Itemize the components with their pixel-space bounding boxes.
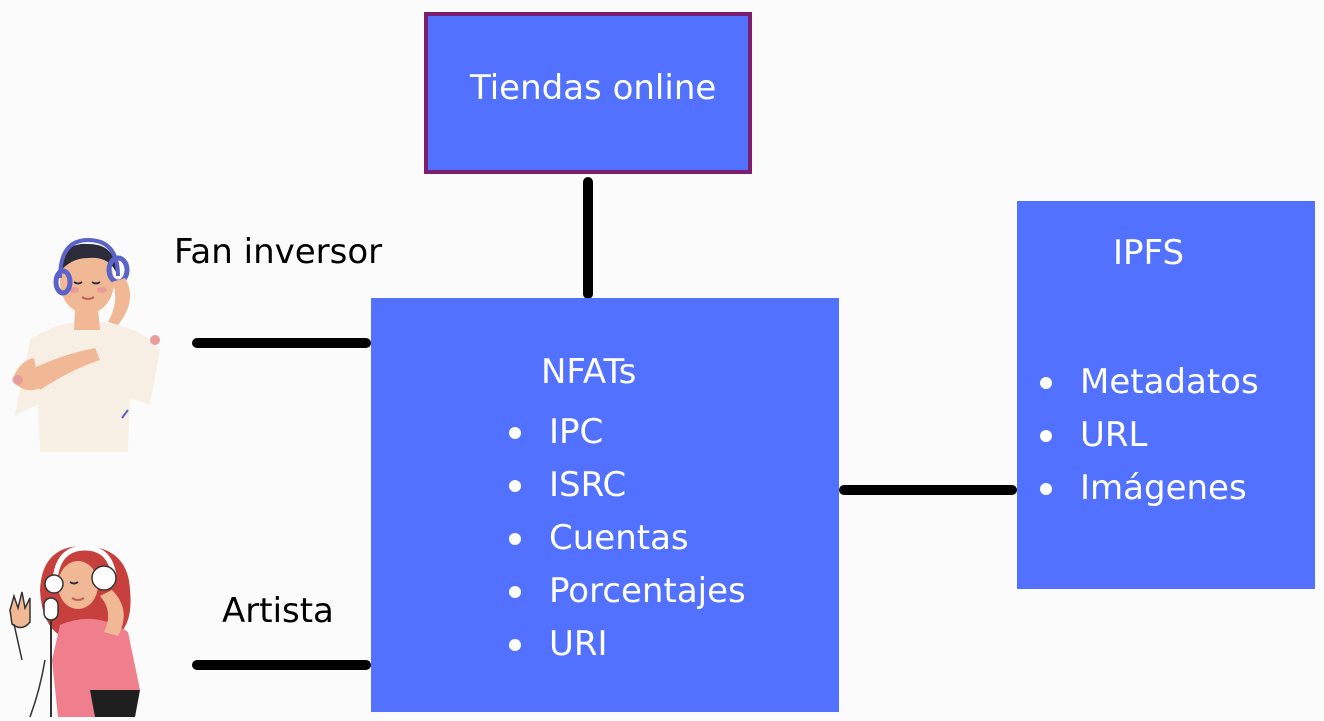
online-stores-box[interactable]: Tiendas online [424, 12, 752, 174]
ipfs-list-item: Metadatos [1037, 356, 1259, 409]
ipfs-title: IPFS [1113, 233, 1185, 273]
connector-fan-nfats [192, 338, 371, 348]
connector-stores-nfats [583, 177, 593, 299]
ipfs-list-item: Imágenes [1037, 462, 1259, 515]
nfats-list: IPC ISRC Cuentas Porcentajes URI [506, 406, 746, 671]
connector-artist-nfats [192, 660, 371, 670]
nfats-list-item: Cuentas [506, 512, 746, 565]
nfats-list-item: ISRC [506, 459, 746, 512]
connector-nfats-ipfs [839, 485, 1017, 495]
nfats-box[interactable]: NFATs IPC ISRC Cuentas Porcentajes URI [371, 298, 839, 712]
artist-label: Artista [222, 591, 334, 631]
ipfs-box[interactable]: IPFS Metadatos URL Imágenes [1017, 201, 1315, 589]
fan-investor-label: Fan inversor [174, 232, 383, 272]
nfats-title: NFATs [541, 352, 637, 392]
ipfs-list-item: URL [1037, 409, 1259, 462]
fan-listening-headphones-icon [0, 230, 180, 460]
nfats-list-item: IPC [506, 406, 746, 459]
nfats-list-item: Porcentajes [506, 565, 746, 618]
ipfs-list: Metadatos URL Imágenes [1037, 356, 1259, 515]
nfats-list-item: URI [506, 618, 746, 671]
artist-singing-microphone-icon [0, 540, 175, 718]
online-stores-title: Tiendas online [470, 68, 717, 108]
